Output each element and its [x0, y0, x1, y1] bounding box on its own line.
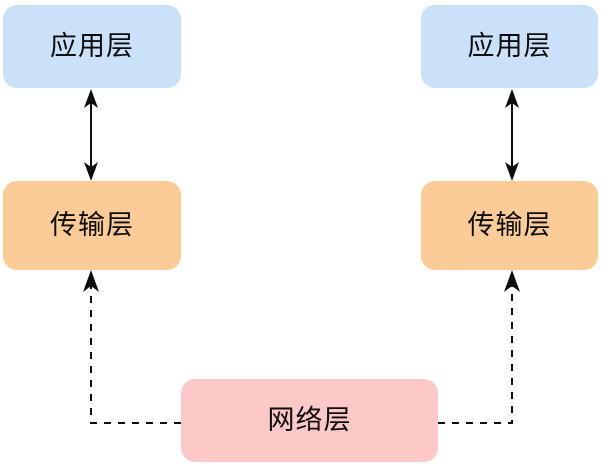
arrow-head-up-left — [84, 89, 98, 108]
node-label: 传输层 — [50, 210, 134, 241]
arrow-head-up-right — [505, 89, 519, 108]
arrow-head-down-left — [84, 162, 98, 181]
node-network-layer[interactable]: 网络层 — [181, 379, 438, 462]
node-transport-layer-left[interactable]: 传输层 — [3, 181, 181, 270]
node-label: 应用层 — [467, 31, 552, 62]
node-transport-layer-right[interactable]: 传输层 — [421, 181, 598, 270]
node-application-layer-right[interactable]: 应用层 — [421, 5, 598, 88]
connector-app-transport-right — [505, 89, 519, 181]
arrow-head-down-right — [505, 162, 519, 181]
arrow-head-network-left — [83, 270, 99, 292]
connector-app-transport-left — [84, 89, 98, 181]
node-application-layer-left[interactable]: 应用层 — [3, 5, 181, 88]
connector-network-transport-right — [438, 270, 520, 424]
node-label: 应用层 — [50, 31, 134, 62]
connector-network-transport-left — [83, 270, 181, 424]
node-label: 传输层 — [467, 210, 552, 241]
arrow-head-network-right — [504, 270, 520, 292]
node-label: 网络层 — [267, 405, 352, 436]
